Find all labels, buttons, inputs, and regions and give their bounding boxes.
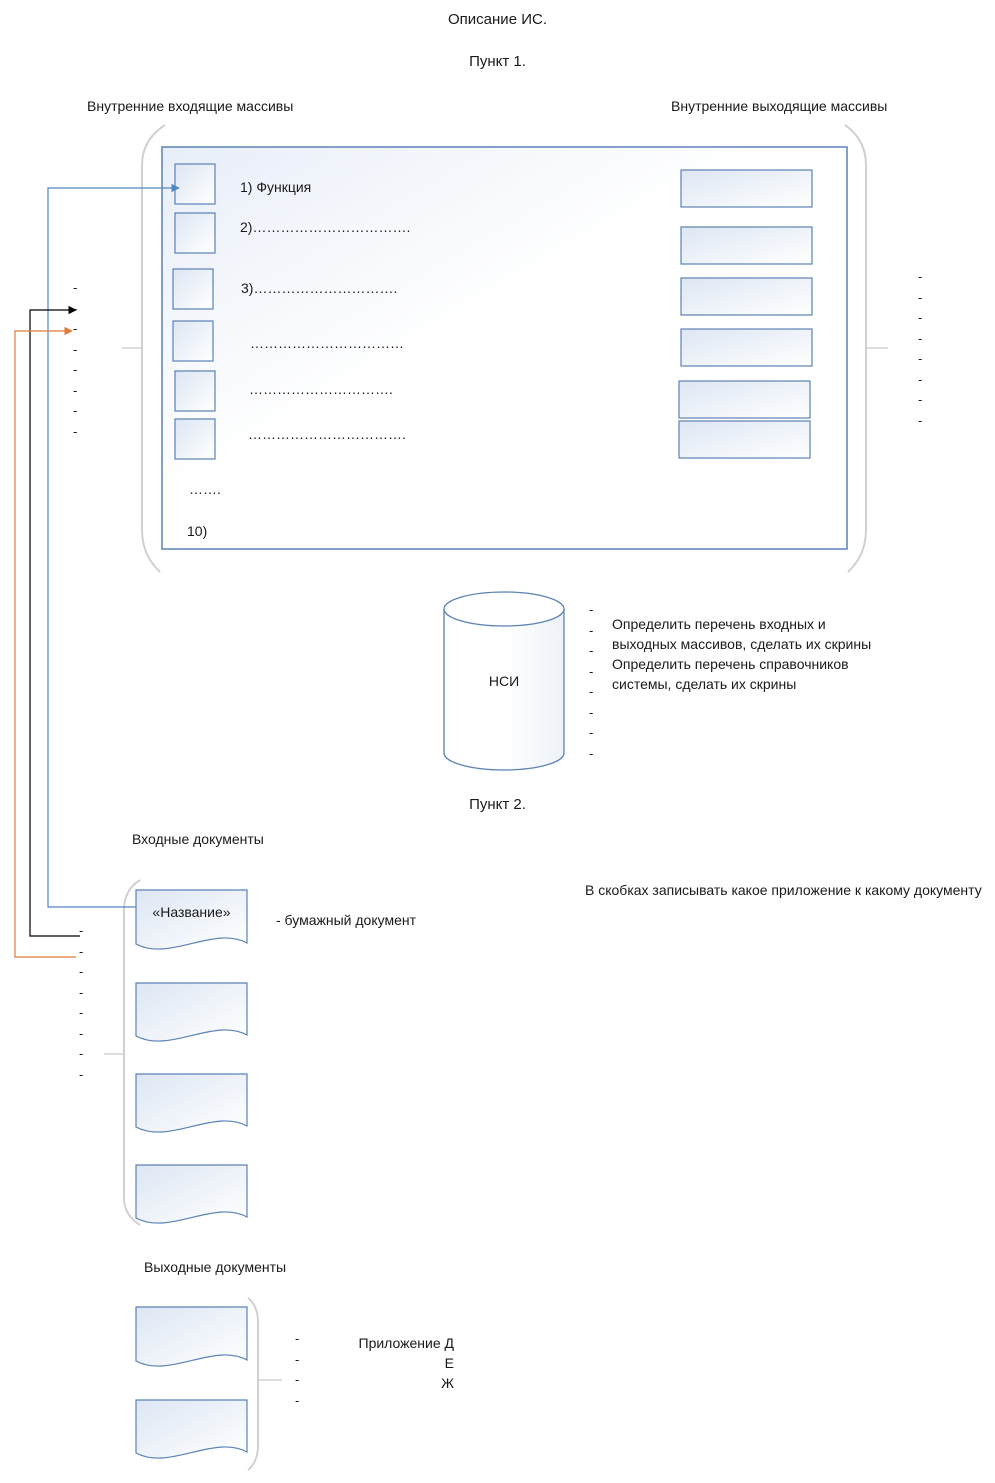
input-arrays-label: Внутренние входящие массивы bbox=[87, 98, 294, 114]
brackets-note: В скобках записывать какое приложение к … bbox=[585, 882, 982, 898]
section1-heading: Пункт 1. bbox=[469, 53, 526, 70]
function-label-4: …………………………… bbox=[250, 335, 404, 351]
input-documents bbox=[135, 889, 248, 1224]
input-arrays-dashes: ---- ---- bbox=[73, 280, 78, 439]
output-arrays-dashes: ---- ---- bbox=[918, 269, 923, 428]
function-label-10: 10) bbox=[187, 523, 208, 539]
function-label-more: ……. bbox=[189, 481, 221, 497]
output-documents bbox=[135, 1306, 248, 1459]
function-label-3: 3)…………………………. bbox=[241, 280, 398, 296]
output-array-boxes bbox=[678, 169, 813, 459]
black-arrow bbox=[29, 305, 80, 937]
function-label-2: 2)……………………………. bbox=[240, 219, 411, 235]
right-brace bbox=[844, 124, 867, 573]
function-label-1: 1) Функция bbox=[240, 179, 312, 195]
nsi-label: НСИ bbox=[488, 673, 520, 689]
function-squares bbox=[172, 163, 216, 460]
doc-name-label: «Название» bbox=[152, 904, 231, 920]
appendix-list: Приложение Д Е Ж bbox=[358, 1335, 454, 1391]
output-arrays-label: Внутренние выходящие массивы bbox=[671, 98, 888, 114]
paper-doc-label: - бумажный документ bbox=[276, 912, 417, 928]
orange-arrow bbox=[14, 326, 76, 958]
output-docs-brace bbox=[247, 1297, 259, 1471]
nsi-dashes: ---- ---- bbox=[589, 602, 594, 761]
nsi-cylinder bbox=[443, 591, 565, 771]
page-title: Описание ИС. bbox=[448, 11, 547, 28]
nsi-instructions: Определить перечень входных и выходных м… bbox=[612, 616, 872, 692]
function-label-6: ……………………………. bbox=[248, 426, 406, 442]
output-docs-label: Выходные документы bbox=[144, 1259, 287, 1275]
input-docs-dashes: ---- ---- bbox=[79, 923, 84, 1082]
section2-heading: Пункт 2. bbox=[469, 796, 526, 813]
blue-arrow bbox=[47, 183, 180, 908]
input-docs-label: Входные документы bbox=[132, 831, 264, 847]
function-label-5: …………………………. bbox=[249, 381, 393, 397]
output-docs-dashes: ---- bbox=[295, 1331, 300, 1408]
